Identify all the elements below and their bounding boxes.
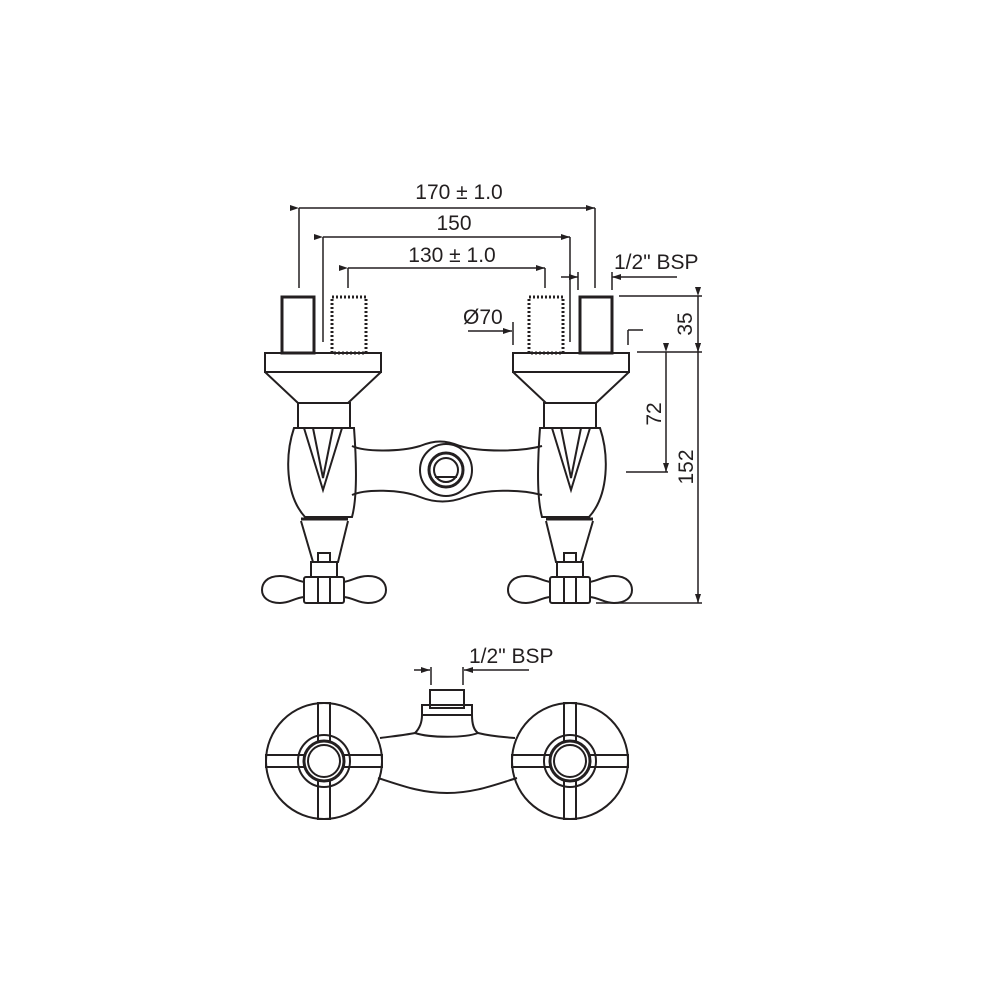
dimension-inlet-thread <box>561 272 677 290</box>
central-body <box>351 440 543 503</box>
right-valve <box>506 295 634 605</box>
label-inlet-centres: 130 ± 1.0 <box>408 244 495 267</box>
dimension-flange-diameter <box>468 322 514 345</box>
label-total-height: 152 <box>675 449 698 484</box>
dimension-outer-centres <box>314 234 571 342</box>
front-view: 170 ± 1.0 150 130 ± 1.0 1/2" BSP Ø70 35 … <box>260 181 702 605</box>
left-valve <box>260 295 388 605</box>
label-outer-centres: 150 <box>436 212 471 235</box>
label-flange-diameter: Ø70 <box>463 306 503 329</box>
label-outlet-thread: 1/2" BSP <box>469 645 554 668</box>
label-outlet-height: 72 <box>643 402 666 425</box>
dimension-overall-width <box>290 205 596 288</box>
label-inlet-projection: 35 <box>674 312 697 335</box>
dimension-inlet-centres <box>339 265 546 288</box>
top-view: 1/2" BSP <box>265 645 629 820</box>
label-inlet-thread: 1/2" BSP <box>614 251 699 274</box>
label-overall-width: 170 ± 1.0 <box>415 181 502 204</box>
